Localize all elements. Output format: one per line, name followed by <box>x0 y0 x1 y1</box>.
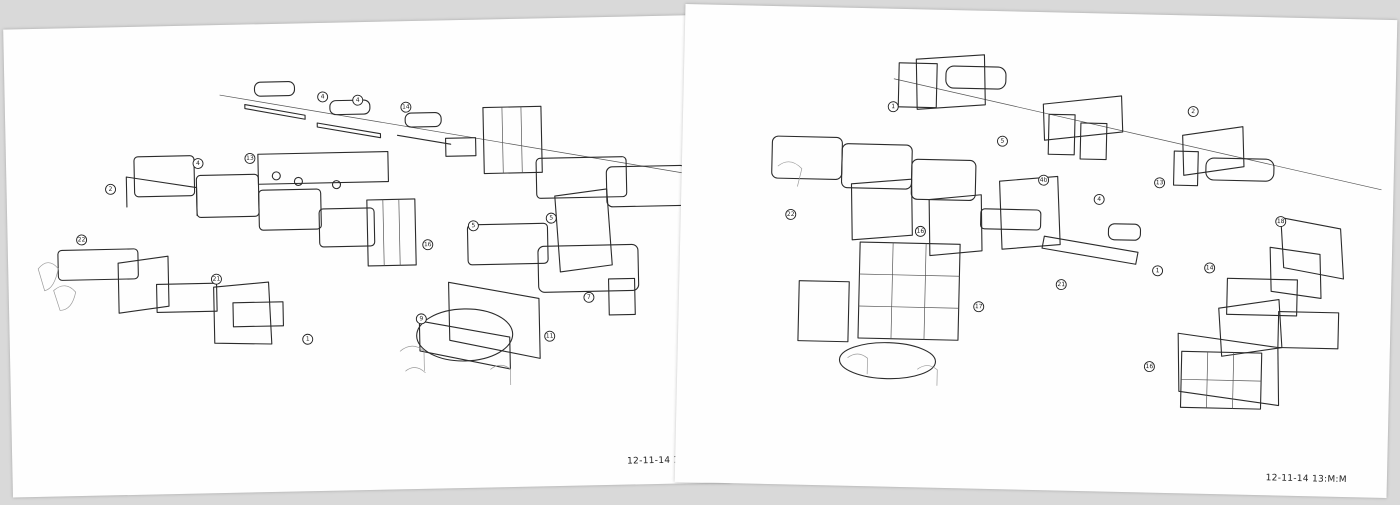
workstation-group-left <box>125 150 417 267</box>
workstation-cluster-left <box>771 135 983 257</box>
sketch-sheet-right: 1 5 2 13 4b 4 22 16 21 1 17 18 14 16 12-… <box>674 3 1398 499</box>
svg-text:9: 9 <box>419 315 423 322</box>
workstation-cluster-right <box>1177 216 1344 410</box>
svg-text:4: 4 <box>321 93 325 100</box>
sketch-drawing-right: 1 5 2 13 4b 4 22 16 21 1 17 18 14 16 <box>771 54 1382 410</box>
svg-text:22: 22 <box>78 236 86 243</box>
svg-text:4: 4 <box>196 160 200 167</box>
desk-group-top-middle <box>1042 95 1124 161</box>
svg-text:5: 5 <box>471 222 475 229</box>
svg-text:4: 4 <box>356 97 360 104</box>
svg-text:14: 14 <box>1206 264 1214 271</box>
callout-markers-left: 4 4 14 13 2 4 16 22 21 1 5 5 7 11 9 <box>76 91 595 345</box>
bench-group-top <box>244 81 543 175</box>
svg-text:21: 21 <box>1057 281 1065 288</box>
svg-text:1: 1 <box>1156 267 1160 274</box>
svg-text:1: 1 <box>891 103 895 110</box>
workstation-group-right <box>399 156 688 386</box>
desk-group-top <box>897 54 1007 110</box>
svg-text:16: 16 <box>1146 363 1154 370</box>
svg-text:21: 21 <box>213 276 221 283</box>
callout-markers-right: 1 5 2 13 4b 4 22 16 21 1 17 18 14 16 <box>785 101 1287 373</box>
svg-text:5: 5 <box>1000 138 1004 145</box>
desk-group-lower-left <box>37 248 284 345</box>
svg-text:7: 7 <box>587 294 591 301</box>
svg-text:11: 11 <box>546 333 554 340</box>
svg-text:16: 16 <box>424 241 432 248</box>
svg-text:4: 4 <box>1097 196 1101 203</box>
svg-text:4b: 4b <box>1040 177 1048 184</box>
floor-line <box>893 78 1382 191</box>
svg-text:17: 17 <box>975 303 983 310</box>
svg-text:1: 1 <box>306 336 310 343</box>
floor-line <box>219 94 707 178</box>
shelving-and-table <box>797 241 961 386</box>
svg-text:16: 16 <box>917 228 925 235</box>
workstation-cluster-center <box>980 175 1142 265</box>
svg-text:22: 22 <box>787 211 795 218</box>
svg-text:14: 14 <box>402 104 410 111</box>
sketch-drawing-left: 4 4 14 13 2 4 16 22 21 1 5 5 7 11 9 <box>37 81 707 386</box>
svg-text:2: 2 <box>109 186 113 193</box>
sheet-date-label: 12-11-14 13:M:M <box>1265 473 1347 486</box>
sketch-sheet-left: 4 4 14 13 2 4 16 22 21 1 5 5 7 11 9 12-1… <box>3 14 731 498</box>
svg-text:2: 2 <box>1191 108 1195 115</box>
desk-group-top-right <box>1172 126 1275 187</box>
svg-text:5: 5 <box>549 215 553 222</box>
svg-text:13: 13 <box>246 155 254 162</box>
svg-text:18: 18 <box>1277 218 1285 225</box>
svg-text:13: 13 <box>1156 179 1164 186</box>
